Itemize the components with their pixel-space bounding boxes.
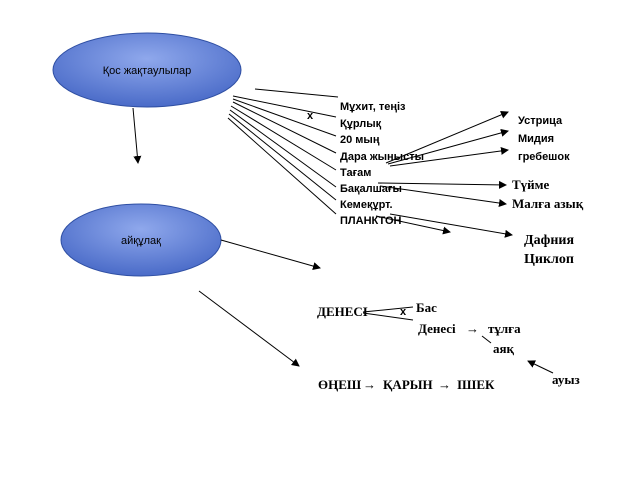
body-branch-lower [362,312,414,321]
habitat-item: 20 мың [340,134,380,146]
habitat-item: Кемеқұрт. [340,199,393,211]
habitat-item: ПЛАНКТОН [340,215,402,227]
digestive-part-2: ҚАРЫН [383,377,433,392]
digestive-arrow-2: → [438,377,451,392]
habitat-item: Құрлық [340,118,382,130]
arrow-to-feed [379,185,507,207]
arrow-from-second-top [220,239,321,270]
x-mark-body: х [400,306,407,318]
body-part: Денесі [418,321,456,336]
body-arrow-glyph: → [466,321,479,336]
digestive-part-1: ӨҢЕШ [318,377,362,392]
group1-item: Устрица [518,115,563,127]
group1-item: Мидия [518,133,554,145]
body-label: ДЕНЕСІ [317,304,368,319]
digestive-arrow-1: → [363,377,376,392]
arrow-to-mussel [387,128,509,165]
main-ellipse-label: Қос жақтаулылар [103,65,192,77]
arrow-to-button [377,180,507,189]
digestive-chain: ӨҢЕШ → ҚАРЫН → ІШЕК [318,377,495,392]
body-branch-upper [362,306,414,313]
right-group-plankton: Дафния Циклоп [524,233,574,267]
main-ellipse-node: Қос жақтаулылар [52,32,242,108]
body-torso: тұлға [488,321,521,336]
fan-lines [227,95,337,215]
fan-line-3 [232,101,337,154]
body-leg: аяқ [493,341,515,356]
arrow-mouth-to-leg [527,360,554,374]
group1-item: гребешок [518,151,570,163]
fan-line-4 [230,105,337,171]
second-ellipse-label: айқұлақ [121,235,161,247]
group2-item: Түйме [512,177,550,192]
group2-item: Малға азық [512,196,584,211]
habitat-list: Мұхит, теңіз Құрлық 20 мың Дара жынысты … [340,101,424,227]
digestive-part-3: ІШЕК [457,377,495,392]
right-group-molluscs: Устрица Мидия гребешок [518,115,570,163]
arrow-to-cyclops [375,215,451,235]
body-mouth: ауыз [552,372,580,387]
top-guide-line [254,88,339,98]
arrow-to-scallop [389,146,509,167]
fan-line-1 [232,95,337,118]
arrow-to-oyster [385,111,509,164]
second-ellipse-node: айқұлақ [60,203,222,277]
group3-item: Циклоп [524,252,574,267]
fan-line-7 [227,117,337,215]
torso-to-leg-line [481,335,492,344]
fan-line-6 [228,113,337,201]
arrow-down-to-second [132,107,142,164]
habitat-item: Мұхит, теңіз [340,101,406,113]
arrow-to-daphnia [389,213,513,238]
habitat-item: Бақалшағы [340,183,402,195]
body-head: Бас [416,300,437,315]
group3-item: Дафния [524,233,574,248]
right-group-uses: Түйме Малға азық [512,177,584,211]
body-structure: ДЕНЕСІ х Бас Денесі → тұлға аяқ ауыз [317,300,580,387]
right-arrows [375,111,513,238]
fan-line-5 [229,109,337,188]
main-ellipse-shape [52,32,242,108]
fan-line-2 [232,98,337,137]
arrow-from-second-bottom [198,290,300,367]
x-mark-top: х [307,110,314,122]
habitat-item: Тағам [340,167,371,179]
